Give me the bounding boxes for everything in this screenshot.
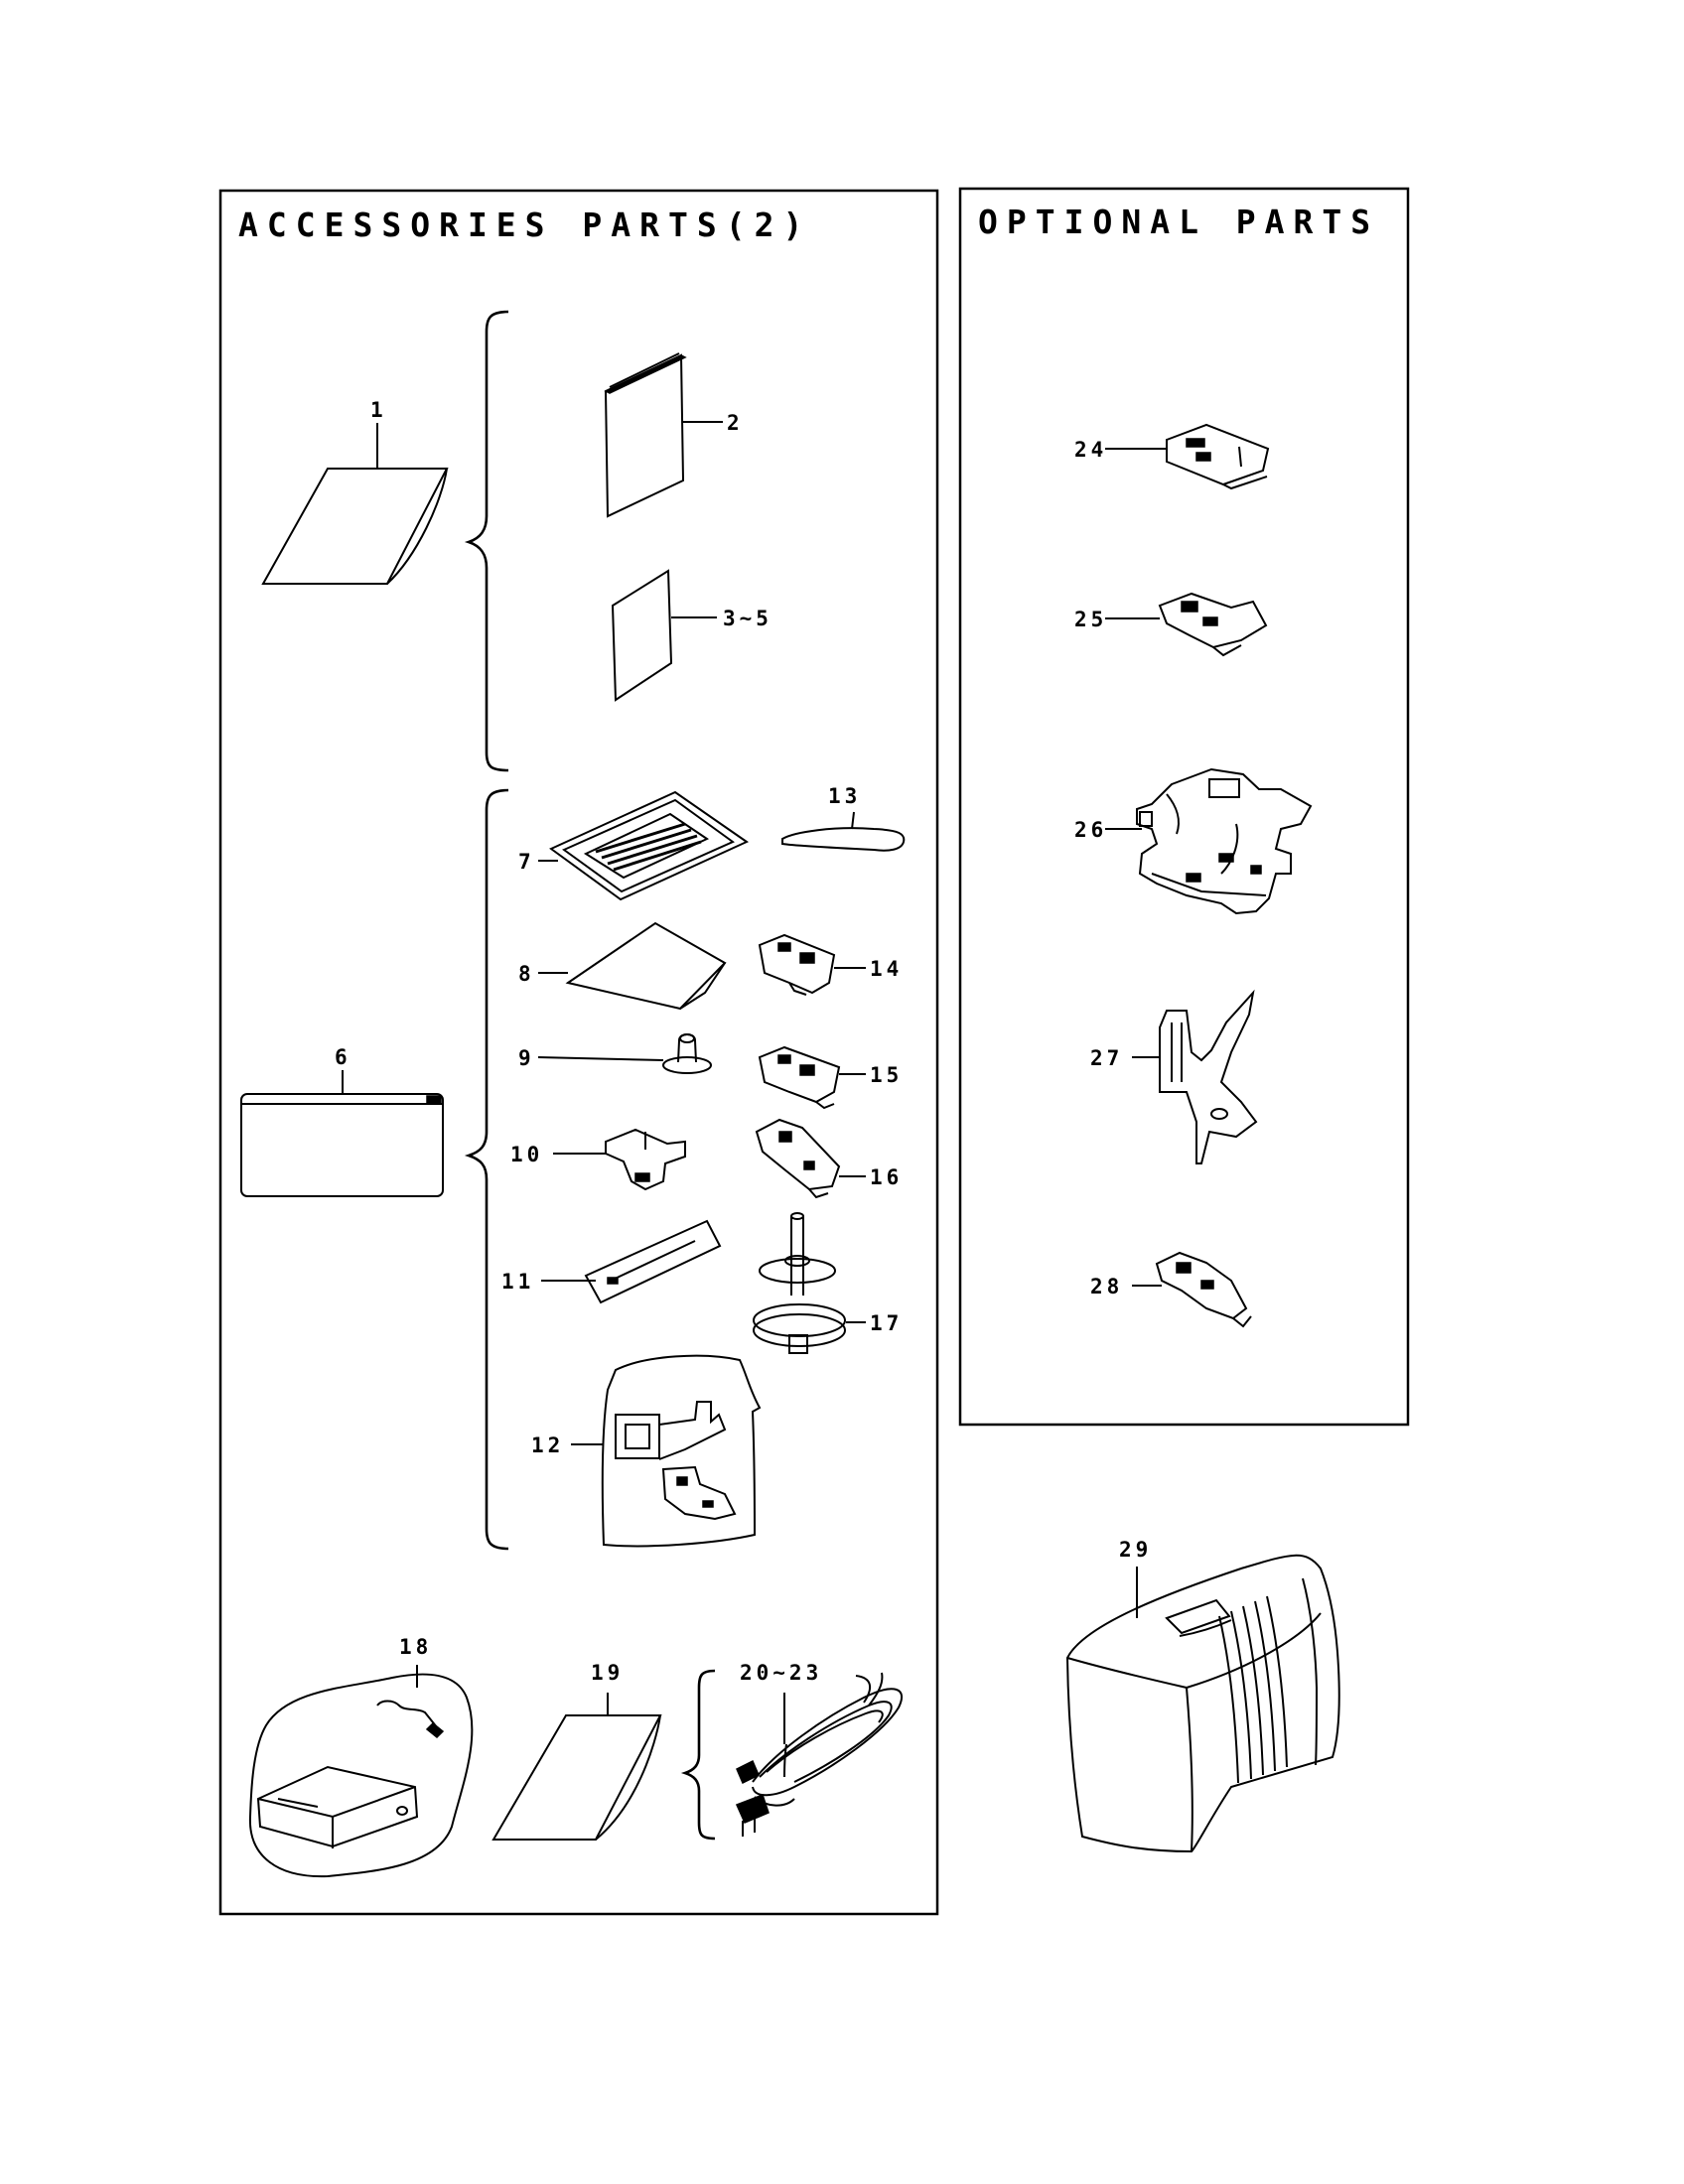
presser-foot-icon xyxy=(1166,423,1270,490)
seam-ripper-icon xyxy=(584,1219,722,1304)
callout-9: 9 xyxy=(518,1046,535,1070)
accessories-panel-frame xyxy=(218,189,939,1916)
zip-pouch-icon xyxy=(240,1093,444,1197)
accessories-panel-title: ACCESSORIES PARTS(2) xyxy=(238,205,811,244)
callout-26: 26 xyxy=(1074,818,1107,842)
callout-8: 8 xyxy=(518,962,535,986)
brush-icon xyxy=(781,811,906,852)
presser-foot-icon xyxy=(755,1118,841,1199)
spool-pin-icon xyxy=(753,1212,846,1354)
callout-12: 12 xyxy=(531,1433,564,1457)
callout-10: 10 xyxy=(510,1143,543,1166)
guide-foot-icon xyxy=(1159,989,1258,1164)
callout-29: 29 xyxy=(1119,1538,1152,1562)
callout-27: 27 xyxy=(1090,1046,1123,1070)
callout-25: 25 xyxy=(1074,608,1107,631)
callout-24: 24 xyxy=(1074,438,1107,462)
presser-foot-icon xyxy=(758,1045,841,1110)
callout-16: 16 xyxy=(870,1165,903,1189)
callout-6: 6 xyxy=(335,1045,351,1069)
callout-11: 11 xyxy=(501,1270,534,1294)
callout-17: 17 xyxy=(870,1311,903,1335)
callout-3-5: 3~5 xyxy=(723,607,772,630)
presser-foot-icon xyxy=(758,933,836,996)
callout-28: 28 xyxy=(1090,1275,1123,1298)
envelope-icon xyxy=(491,1714,662,1841)
brace-lower xyxy=(464,788,509,1551)
presser-foot-icon xyxy=(1158,592,1268,657)
brace-cord xyxy=(680,1669,716,1841)
callout-20-23: 20~23 xyxy=(740,1661,822,1685)
foot-controller-icon xyxy=(248,1673,474,1878)
presser-foot-icon xyxy=(1155,1251,1252,1328)
callout-7: 7 xyxy=(518,850,535,874)
dust-cover-icon xyxy=(1065,1554,1340,1853)
needle-pack-icon xyxy=(549,790,750,901)
spool-cap-icon xyxy=(662,1033,712,1074)
brace-upper xyxy=(464,310,509,772)
optional-panel-frame xyxy=(958,187,1410,1427)
callout-1: 1 xyxy=(370,398,387,422)
callout-18: 18 xyxy=(399,1635,432,1659)
callout-2: 2 xyxy=(727,411,744,435)
walking-foot-icon xyxy=(1136,767,1313,915)
envelope-icon xyxy=(261,468,449,585)
sheet-icon xyxy=(611,569,673,702)
callout-14: 14 xyxy=(870,957,903,981)
callout-19: 19 xyxy=(591,1661,624,1685)
callout-13: 13 xyxy=(828,784,861,808)
felt-sheet-icon xyxy=(565,921,727,1011)
optional-panel-title: OPTIONAL PARTS xyxy=(978,203,1379,241)
guide-foot-icon xyxy=(605,1128,686,1191)
power-cord-icon xyxy=(735,1672,904,1837)
callout-15: 15 xyxy=(870,1063,903,1087)
manual-book-icon xyxy=(604,352,687,518)
walking-foot-icon xyxy=(601,1354,762,1548)
